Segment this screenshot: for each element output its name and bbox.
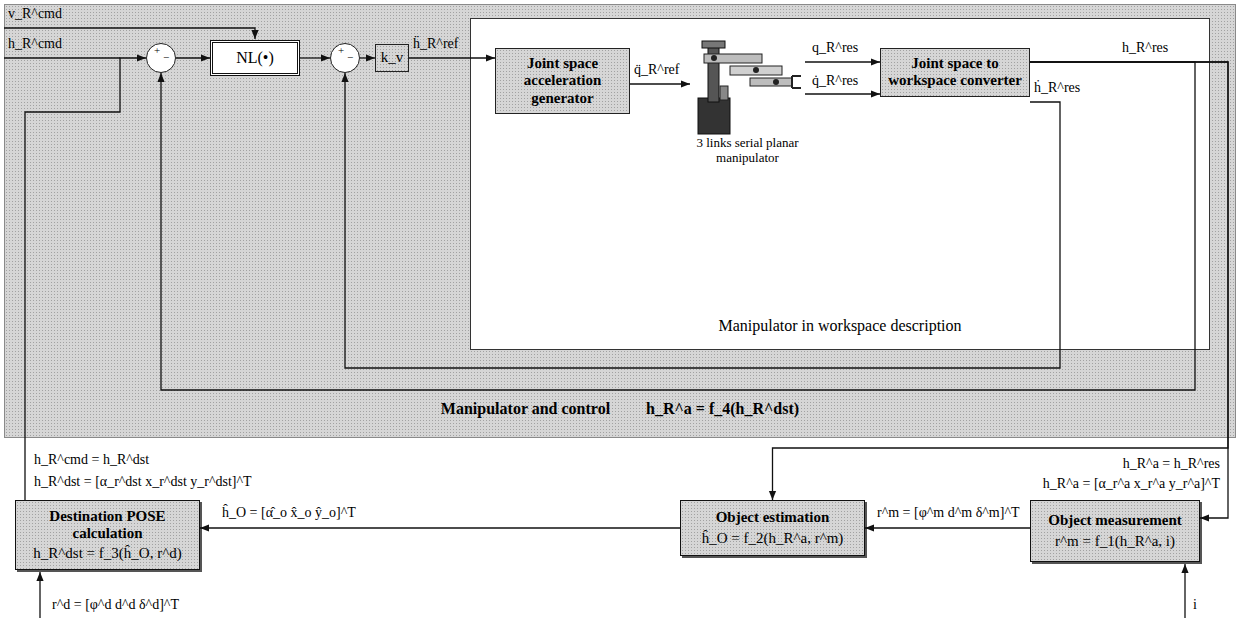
figure-caption: 3 links serial planar manipulator bbox=[690, 136, 805, 166]
signal-connector bbox=[200, 527, 680, 528]
gain-label: k_v bbox=[381, 49, 404, 66]
region-formula: h_R^a = f_4(h_R^dst) bbox=[646, 400, 799, 418]
process-box: Joint space acceleration generator bbox=[495, 48, 630, 114]
process-box: k_v bbox=[375, 44, 409, 72]
process-box: Object measurement r^m = f_1(h_R^a, i) bbox=[1030, 500, 1200, 562]
signal-label: q̈_R^ref bbox=[634, 62, 679, 78]
subsystem-title: Manipulator in workspace description bbox=[471, 317, 1209, 335]
signal-label: r^d = [φ^d d^d δ^d]^T bbox=[52, 597, 179, 613]
input-wire bbox=[1184, 564, 1185, 618]
process-box: Object estimation ĥ_O = f_2(h_R^a, r^m) bbox=[680, 500, 865, 556]
input-wire bbox=[39, 572, 40, 618]
process-box: Destination POSE calculation h_R^dst = f_… bbox=[15, 500, 200, 570]
function-label: NL(•) bbox=[236, 49, 274, 67]
signal-label: h_R^a = h_R^res bbox=[1123, 456, 1220, 472]
signal-label: h_R^dst = [α_r^dst x_r^dst y_r^dst]^T bbox=[34, 474, 252, 490]
box-title: Joint space to workspace converter bbox=[887, 55, 1023, 90]
box-title: Object estimation bbox=[716, 509, 830, 526]
process-box: NL(•) bbox=[210, 40, 300, 76]
box-title: Object measurement bbox=[1048, 512, 1181, 529]
region-footer: Manipulator and control h_R^a = f_4(h_R^d… bbox=[5, 400, 1235, 418]
signal-label: h_R^a = [α_r^a x_r^a y_r^a]^T bbox=[1043, 476, 1220, 492]
signal-label: v_R^cmd bbox=[8, 6, 62, 22]
signal-label: h_R^cmd bbox=[8, 36, 62, 52]
sign-minus: − bbox=[347, 51, 353, 64]
signal-label: h_R^cmd = h_R^dst bbox=[34, 452, 149, 468]
signal-label: h_R^res bbox=[1122, 40, 1168, 56]
sign-plus: + bbox=[338, 44, 344, 57]
box-title: Destination POSE calculation bbox=[22, 508, 193, 543]
subsystem-box: Manipulator in workspace description Join… bbox=[470, 18, 1210, 350]
box-formula: ĥ_O = f_2(h_R^a, r^m) bbox=[702, 530, 844, 547]
signal-label: ḣ_R^res bbox=[1034, 80, 1080, 96]
signal-label: ḧ_R^ref bbox=[413, 36, 458, 52]
box-title: Joint space acceleration generator bbox=[502, 55, 623, 107]
signal-label: q_R^res bbox=[812, 40, 858, 56]
manipulator-illustration bbox=[690, 36, 805, 136]
signal-label: ĥ_O = [α̂_o x̂_o ŷ_o]^T bbox=[222, 505, 356, 521]
sign-minus: − bbox=[163, 51, 169, 64]
box-formula: h_R^dst = f_3(ĥ_O, r^d) bbox=[33, 545, 181, 562]
summing-junction: +− bbox=[330, 43, 360, 73]
signal-label: i bbox=[1193, 597, 1197, 613]
signal-label: r^m = [φ^m d^m δ^m]^T bbox=[877, 505, 1020, 521]
sign-plus: + bbox=[154, 44, 160, 57]
summing-junction: +− bbox=[146, 43, 176, 73]
box-formula: r^m = f_1(h_R^a, i) bbox=[1055, 533, 1175, 550]
region-title: Manipulator and control bbox=[441, 400, 610, 418]
signal-label: q̇_R^res bbox=[812, 73, 858, 89]
process-box: Joint space to workspace converter bbox=[880, 48, 1030, 97]
control-region: Manipulator and control h_R^a = f_4(h_R^d… bbox=[4, 4, 1236, 438]
signal-connector bbox=[865, 527, 1030, 528]
